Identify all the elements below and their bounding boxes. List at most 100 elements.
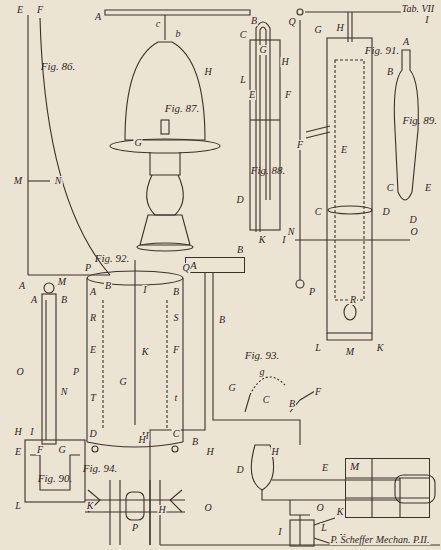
part-letter: O <box>315 503 324 513</box>
part-letter: g <box>259 367 266 377</box>
part-letter: G <box>133 138 142 148</box>
part-letter: A <box>18 281 26 291</box>
part-letter: L <box>239 75 247 85</box>
part-letter: D <box>235 195 244 205</box>
part-letter: A <box>402 37 410 47</box>
figure-number: Tab. VII <box>401 4 435 14</box>
part-letter: N <box>60 387 69 397</box>
part-letter: A <box>190 260 197 271</box>
part-letter: C <box>314 207 323 217</box>
part-letter: L <box>14 501 22 511</box>
part-letter: Q <box>287 17 296 27</box>
part-letter: F <box>314 387 322 397</box>
part-letter: D <box>88 429 97 439</box>
part-letter: F <box>36 445 44 455</box>
part-letter: E <box>424 183 432 193</box>
part-letter: H <box>137 435 146 445</box>
part-letter: H <box>280 57 289 67</box>
part-letter: M <box>350 461 359 472</box>
part-letter: B <box>218 315 226 325</box>
figure-number: Fig. 91. <box>364 45 401 56</box>
part-letter: O <box>15 367 24 377</box>
part-letter: E <box>16 5 24 15</box>
part-letter: L <box>314 343 322 353</box>
figure-number: Fig. 92. <box>94 253 131 264</box>
figure-number: Fig. 87. <box>164 103 201 114</box>
part-letter: K <box>141 347 150 357</box>
part-letter: G <box>57 445 66 455</box>
part-letter: F <box>284 90 292 100</box>
part-letter: E <box>89 345 97 355</box>
part-letter: B <box>104 281 112 291</box>
part-letter: H <box>203 67 212 77</box>
part-letter: K <box>336 507 345 517</box>
part-letter: D <box>235 465 244 475</box>
part-letter: L <box>320 523 328 533</box>
part-letter: P <box>308 287 316 297</box>
part-letter: C <box>239 30 248 40</box>
figure-number: Fig. 90. <box>37 473 74 484</box>
part-letter: A <box>89 287 97 297</box>
part-letter: B <box>60 295 68 305</box>
part-letter: F <box>296 140 304 150</box>
figure-number: Fig. 93. <box>244 350 281 361</box>
part-letter: E <box>14 447 22 457</box>
part-letter: D <box>408 215 417 225</box>
part-letter: R <box>89 313 97 323</box>
part-letter: B <box>250 16 258 26</box>
part-letter: M <box>13 176 23 186</box>
part-letter: B <box>191 437 199 447</box>
part-letter: A <box>30 295 38 305</box>
part-letter: B <box>236 245 244 255</box>
part-letter: Q <box>181 263 190 273</box>
part-letter: D <box>381 207 390 217</box>
figure-number: P. Scheffer Mechan. P.II. <box>330 535 431 545</box>
part-letter: C <box>172 429 181 439</box>
part-letter: b <box>175 29 182 39</box>
part-letter: I <box>142 285 147 295</box>
part-letter: H <box>205 447 214 457</box>
part-letter: C <box>386 183 395 193</box>
part-letter: P <box>131 523 139 533</box>
part-letter: G <box>313 25 322 35</box>
part-letter: I <box>29 427 34 437</box>
part-letter: P <box>84 263 92 273</box>
part-letter: C <box>262 395 271 405</box>
part-letter: H <box>13 427 22 437</box>
part-letter: S <box>173 313 180 323</box>
figure-number: Fig. 94. <box>82 463 119 474</box>
part-letter: B <box>172 287 180 297</box>
part-letter: E <box>248 90 256 100</box>
part-letter: c <box>155 19 161 29</box>
part-letter: B <box>386 67 394 77</box>
part-letter: N <box>54 176 63 186</box>
part-letter: H <box>270 447 279 457</box>
part-letter: t <box>174 393 179 403</box>
part-letter: N <box>287 227 296 237</box>
part-letter: A <box>94 12 102 22</box>
plate-box: M <box>345 458 430 518</box>
part-letter: K <box>376 343 385 353</box>
part-letter: B <box>288 399 296 409</box>
part-letter: K <box>86 501 95 511</box>
figure-number: Fig. 88. <box>250 165 287 176</box>
part-letter: G <box>118 377 127 387</box>
part-letter: E <box>340 145 348 155</box>
part-letter: O <box>203 503 212 513</box>
part-letter: R <box>349 295 357 305</box>
part-letter: F <box>172 345 180 355</box>
part-letter: M <box>57 277 67 287</box>
figure-number: Fig. 89. <box>401 115 438 126</box>
part-letter: H <box>335 23 344 33</box>
part-letter: I <box>424 15 429 25</box>
part-letter: I <box>277 527 282 537</box>
part-letter: M <box>345 347 355 357</box>
part-letter: F <box>36 5 44 15</box>
part-letter: P <box>72 367 80 377</box>
part-letter: K <box>258 235 267 245</box>
part-letter: H <box>157 505 166 515</box>
part-letter: T <box>89 393 97 403</box>
part-letter: G <box>227 383 236 393</box>
figure-number: Fig. 86. <box>40 61 77 72</box>
